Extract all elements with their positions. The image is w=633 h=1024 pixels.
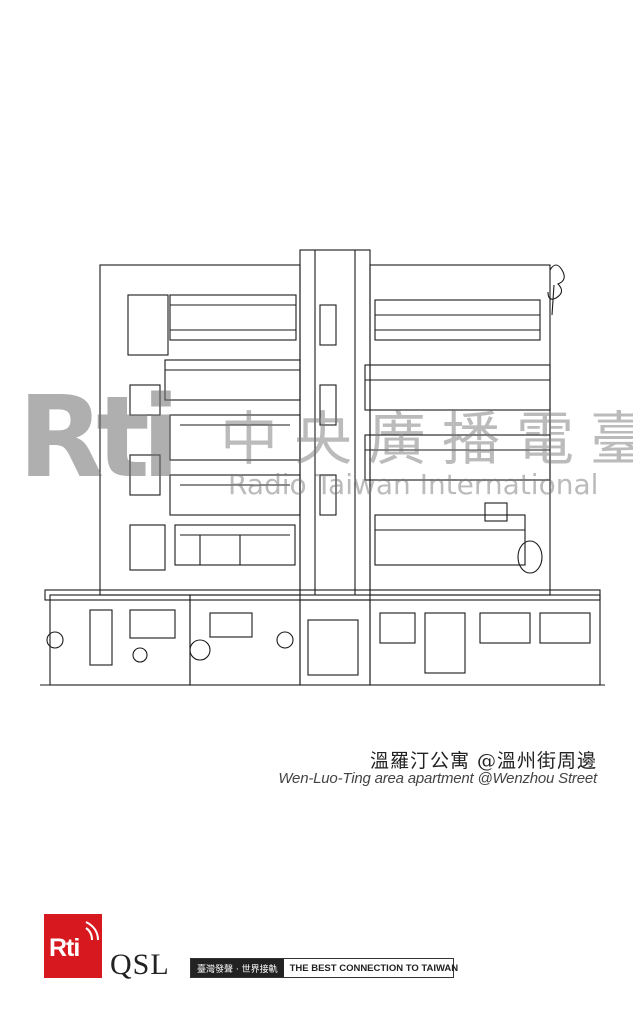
qsl-label: QSL [110, 948, 170, 981]
apartment-sketch-illustration [40, 249, 605, 686]
logo-text: Rti [49, 934, 80, 962]
slogan-en: THE BEST CONNECTION TO TAIWAN [289, 962, 459, 974]
rti-signal-icon [85, 921, 99, 941]
slogan-cn: 臺灣發聲 · 世界接軌 [191, 959, 284, 977]
caption-title-cn: 溫羅汀公寓 @溫州街周邊 [369, 750, 597, 772]
caption-title-en: Wen-Luo-Ting area apartment @Wenzhou Str… [278, 770, 597, 787]
rti-logo: Rti [44, 914, 102, 978]
slogan-bar: 臺灣發聲 · 世界接軌 THE BEST CONNECTION TO TAIWA… [190, 958, 458, 978]
